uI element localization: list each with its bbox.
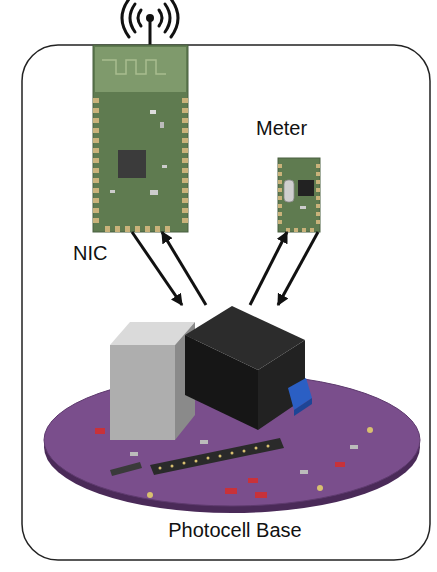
- antenna-symbol: [122, 0, 178, 46]
- node-label: Photocell Base: [168, 518, 301, 542]
- node-label: Meter: [256, 116, 307, 140]
- photocell-base-board: [44, 306, 420, 513]
- nic-board: [93, 45, 188, 232]
- meter-board: [278, 158, 320, 232]
- enclosure-outline: [22, 45, 430, 560]
- data-arrow: [250, 232, 287, 305]
- photocell-base: Photocell Base: [45, 305, 425, 555]
- data-arrow: [162, 232, 206, 305]
- meter-module: Meter: [278, 158, 320, 232]
- data-arrow: [278, 232, 318, 305]
- data-arrow: [132, 232, 182, 305]
- nic-module: NIC: [93, 45, 188, 232]
- node-label: NIC: [73, 241, 107, 265]
